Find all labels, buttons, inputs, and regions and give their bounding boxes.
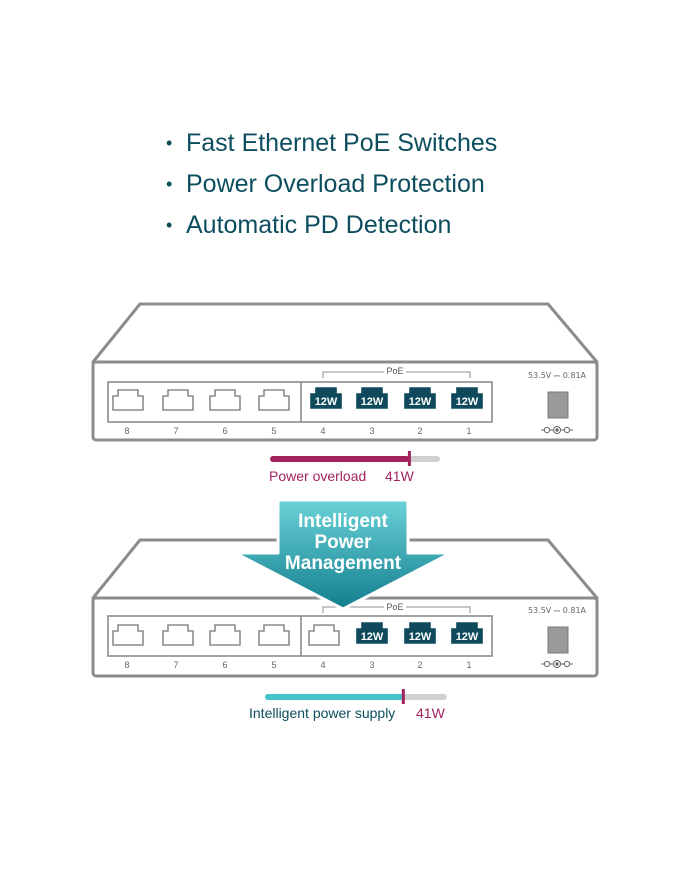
port-number: 6 [222, 660, 227, 670]
bar-marker [401, 689, 405, 704]
port-number: 1 [466, 426, 471, 436]
power-rating: 53.5V ⎓ 0.81A [528, 371, 587, 380]
poe-port-watt: 12W [409, 631, 432, 643]
switch-bottom: PoE 12W 12W 12W 8 7 6 5 4 3 2 1 53.5V ⎓ … [91, 538, 599, 678]
feature-item: •Fast Ethernet PoE Switches [166, 129, 498, 157]
power-jack [547, 391, 569, 419]
switch-top-body [91, 302, 599, 364]
poe-port-watt: 12W [361, 631, 384, 643]
switch-bottom-front-panel [91, 596, 599, 678]
port-block [107, 615, 493, 657]
port-number: 4 [320, 426, 325, 436]
port-number: 7 [173, 426, 178, 436]
arrow-text-line: Management [285, 553, 402, 574]
power-jack [547, 626, 569, 654]
polarity-icon [541, 660, 573, 668]
supply-value: 41W [416, 705, 446, 721]
port-block [107, 381, 493, 423]
arrow-text-line: Intelligent [298, 511, 388, 532]
feature-item: •Power Overload Protection [166, 170, 485, 198]
bar-fill [265, 694, 404, 700]
overload-label: Power overload [269, 468, 366, 484]
port-number: 4 [320, 660, 325, 670]
arrow-text-line: Power [314, 532, 372, 553]
port-number: 8 [124, 660, 129, 670]
feature-item: •Automatic PD Detection [166, 211, 452, 239]
intelligent-power-arrow: Intelligent Power Management [233, 498, 453, 611]
port-number: 5 [271, 660, 276, 670]
supply-bar [265, 689, 447, 704]
switch-top: PoE 12W 12W 12W 12W 8 7 6 5 4 3 2 1 53.5… [91, 302, 599, 442]
poe-label: PoE [386, 602, 403, 612]
bar-fill [270, 456, 410, 462]
poe-port-watt: 12W [315, 396, 338, 408]
poe-port-watt: 12W [456, 396, 479, 408]
switch-top-front-panel [91, 360, 599, 442]
port-number: 6 [222, 426, 227, 436]
polarity-icon [541, 426, 573, 434]
port-number: 2 [417, 426, 422, 436]
feature-list: •Fast Ethernet PoE Switches •Power Overl… [166, 123, 497, 246]
poe-label: PoE [386, 366, 403, 376]
port-number: 2 [417, 660, 422, 670]
poe-port-watt: 12W [361, 396, 384, 408]
port-number: 3 [369, 426, 374, 436]
port-number: 8 [124, 426, 129, 436]
port-number: 3 [369, 660, 374, 670]
supply-label: Intelligent power supply [249, 705, 395, 721]
port-number: 1 [466, 660, 471, 670]
port-number: 7 [173, 660, 178, 670]
power-rating: 53.5V ⎓ 0.81A [528, 606, 587, 615]
port-number: 5 [271, 426, 276, 436]
overload-bar [270, 451, 440, 466]
poe-port-watt: 12W [456, 631, 479, 643]
bar-marker [407, 451, 411, 466]
poe-port-watt: 12W [409, 396, 432, 408]
overload-value: 41W [385, 468, 415, 484]
